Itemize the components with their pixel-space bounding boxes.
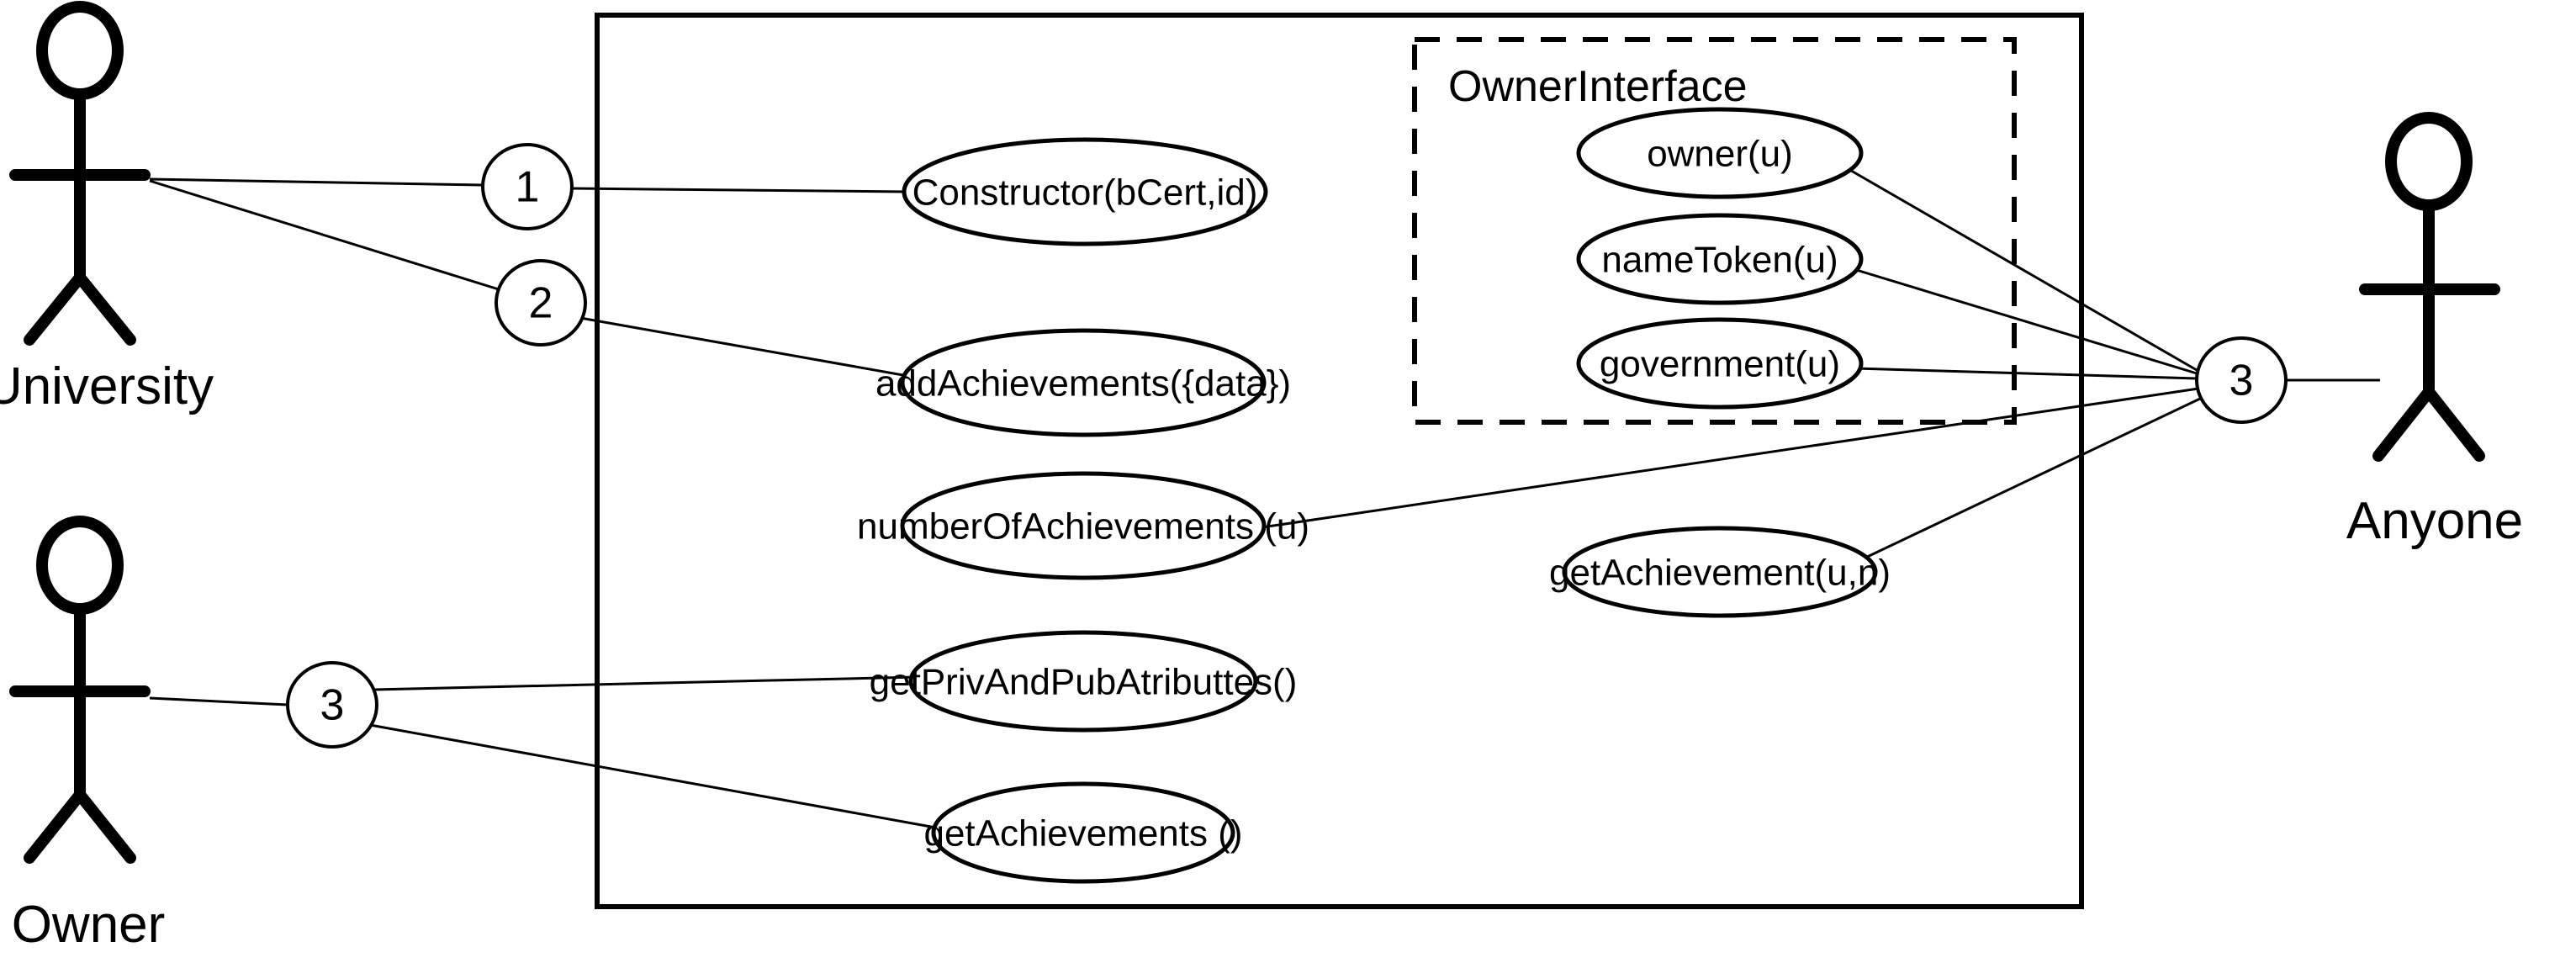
actor-head-icon: [36, 1, 124, 100]
marker-circle[interactable]: [2195, 336, 2288, 424]
assoc-owner-to-3: [149, 696, 288, 706]
assoc-3-to-number-of-achievements: [1256, 387, 2199, 530]
use-case-name-token-u[interactable]: nameToken(u): [1576, 213, 1864, 305]
marker-label: 3: [2230, 357, 2254, 405]
marker-circle[interactable]: [495, 259, 587, 347]
multiplicity-marker-2[interactable]: 2: [495, 259, 587, 347]
use-case-ellipse[interactable]: [908, 630, 1258, 733]
owner-interface-dashed-box: [1412, 37, 2017, 425]
use-case-label: getPrivAndPubAtributtes(): [870, 662, 1298, 703]
actor-owner[interactable]: Owner: [9, 516, 166, 954]
assoc-1-to-constructor: [571, 187, 907, 193]
use-case-get-achievements[interactable]: getAchievements (): [923, 781, 1243, 884]
actor-leg-right-icon: [74, 789, 136, 864]
actor-head-icon: [2385, 112, 2473, 211]
use-case-number-of-achievements[interactable]: numberOfAchievements (u): [857, 471, 1309, 580]
actor-label-university: University: [0, 357, 214, 415]
assoc-2-to-add-achievements: [579, 316, 913, 378]
marker-circle[interactable]: [286, 661, 378, 749]
use-case-ellipse[interactable]: [902, 137, 1268, 246]
use-case-owner-u[interactable]: owner(u): [1576, 107, 1864, 199]
marker-label: 1: [516, 163, 540, 212]
use-case-ellipse[interactable]: [900, 328, 1267, 437]
use-case-ellipse[interactable]: [931, 781, 1235, 884]
association-lines: [149, 167, 2380, 830]
use-case-label: numberOfAchievements (u): [857, 506, 1309, 548]
assoc-3-to-name-token-u: [1853, 267, 2198, 375]
actor-head-icon: [36, 516, 124, 615]
assoc-3-to-get-achievement-u-n: [1861, 397, 2201, 561]
marker-label: 2: [529, 279, 553, 328]
use-case-label: nameToken(u): [1601, 240, 1838, 281]
actor-leg-left-icon: [24, 789, 86, 864]
assoc-3-to-get-priv-and-pub: [373, 675, 918, 691]
use-case-label: owner(u): [1647, 134, 1793, 175]
use-case-label: government(u): [1600, 344, 1840, 385]
assoc-3-to-government-u: [1854, 367, 2198, 380]
use-case-label: addAchievements({data}): [875, 363, 1291, 405]
system-boundary-box: [595, 13, 2084, 909]
actor-label-owner: Owner: [12, 896, 166, 954]
multiplicity-marker-1[interactable]: 1: [481, 143, 574, 230]
use-case-ellipse[interactable]: [900, 471, 1267, 580]
multiplicity-marker-3-owner[interactable]: 3: [286, 661, 378, 749]
marker-circle[interactable]: [481, 143, 574, 230]
actor-leg-right-icon: [2423, 386, 2485, 462]
actor-label-anyone: Anyone: [2346, 492, 2523, 550]
actor-leg-left-icon: [2372, 386, 2435, 462]
use-case-constructor[interactable]: Constructor(bCert,id): [902, 137, 1268, 246]
use-case-ellipse[interactable]: [1562, 526, 1878, 618]
assoc-3-to-get-achievements: [369, 723, 941, 830]
use-case-ellipse[interactable]: [1576, 107, 1864, 199]
marker-label: 3: [320, 681, 345, 730]
multiplicity-marker-3-anyone[interactable]: 3: [2195, 336, 2288, 424]
use-case-add-achievements[interactable]: addAchievements({data}): [875, 328, 1291, 437]
actor-leg-right-icon: [74, 272, 136, 346]
actor-university[interactable]: University: [0, 1, 214, 415]
use-case-ellipse[interactable]: [1576, 317, 1864, 410]
use-case-get-priv-and-pub-atributtes[interactable]: getPrivAndPubAtributtes(): [870, 630, 1298, 733]
use-case-ellipse[interactable]: [1576, 213, 1864, 305]
use-case-label: Constructor(bCert,id): [912, 172, 1258, 214]
use-case-label: getAchievement(u,n): [1549, 553, 1891, 594]
assoc-university-to-2: [149, 179, 502, 292]
actor-anyone[interactable]: Anyone: [2346, 112, 2523, 550]
use-case-get-achievement-u-n[interactable]: getAchievement(u,n): [1549, 526, 1891, 618]
actor-leg-left-icon: [24, 272, 86, 346]
use-case-government-u[interactable]: government(u): [1576, 317, 1864, 410]
assoc-university-to-1: [149, 177, 484, 187]
owner-interface-label: OwnerInterface: [1448, 62, 1748, 111]
use-case-label: getAchievements (): [923, 813, 1242, 855]
assoc-3-to-owner-u: [1846, 167, 2198, 372]
